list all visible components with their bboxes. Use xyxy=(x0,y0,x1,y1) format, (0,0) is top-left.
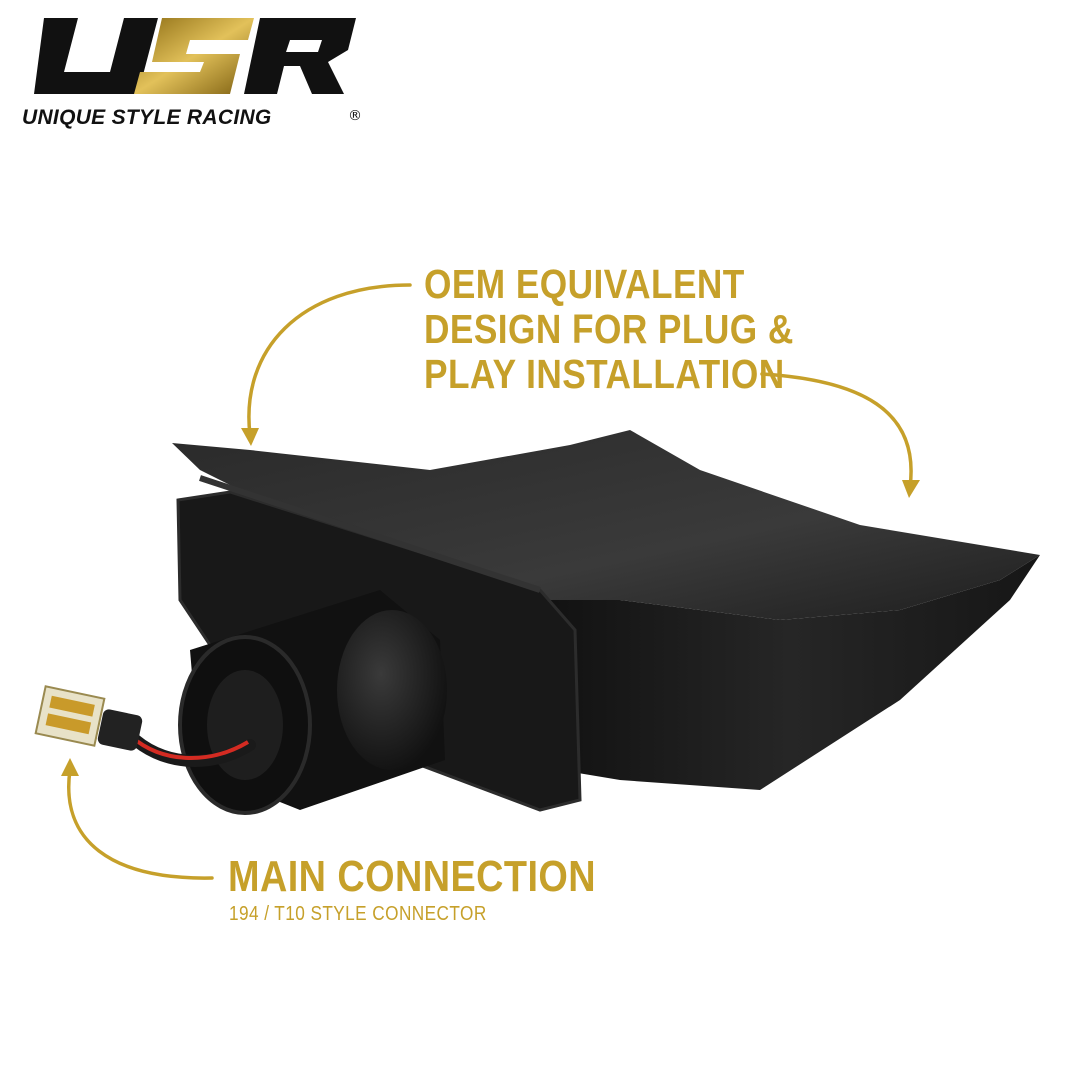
brand-name: UNIQUE STYLE RACING xyxy=(22,106,272,129)
brand-logo: UNIQUE STYLE RACING ® xyxy=(22,14,362,134)
lens-top-surface xyxy=(172,430,1040,620)
main-connection-subtitle: 194 / T10 STYLE CONNECTOR xyxy=(229,903,487,925)
registered-mark: ® xyxy=(348,108,362,124)
arrow-top-left xyxy=(247,283,412,437)
arrow-top-right xyxy=(760,372,913,489)
usr-logo-mark xyxy=(34,18,356,94)
callout-line: PLAY INSTALLATION xyxy=(424,351,785,397)
callout-line: OEM EQUIVALENT xyxy=(424,261,745,307)
lens-side-body xyxy=(540,555,1040,790)
callout-line: DESIGN FOR PLUG & xyxy=(424,306,794,352)
arrowhead-icon xyxy=(902,480,920,498)
t10-connector-sleeve xyxy=(97,709,143,751)
arrow-bottom-left xyxy=(67,768,214,880)
arrowhead-icon xyxy=(61,758,79,776)
arrowhead-icon xyxy=(241,428,259,446)
oem-design-callout: OEM EQUIVALENT DESIGN FOR PLUG & PLAY IN… xyxy=(424,261,794,397)
main-connection-title: MAIN CONNECTION xyxy=(228,852,597,901)
t10-connector-pins xyxy=(34,685,106,747)
callout-arrows xyxy=(67,283,913,880)
